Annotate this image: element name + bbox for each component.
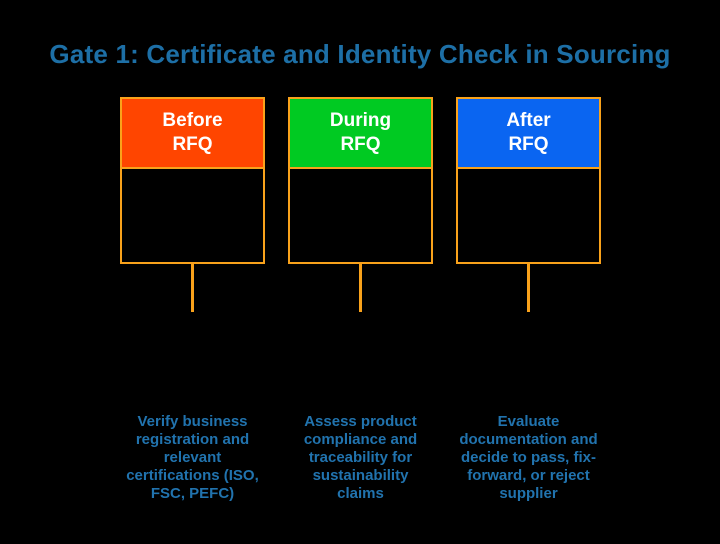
stage-body-after-rfq [456, 169, 601, 264]
column-after-rfq: After RFQ Evaluate documentation and dec… [456, 97, 601, 503]
stage-body-during-rfq [288, 169, 433, 264]
stage-description-during-rfq: Assess product compliance and traceabili… [303, 413, 418, 502]
stage-description-after-rfq: Evaluate documentation and decide to pas… [459, 413, 598, 502]
stage-columns-row: Before RFQ Verify business registration … [120, 97, 601, 503]
connector-line-during-rfq [359, 264, 362, 312]
stage-card-during-rfq: During RFQ [288, 97, 433, 264]
connector-line-after-rfq [527, 264, 530, 312]
connector-line-before-rfq [191, 264, 194, 312]
column-before-rfq: Before RFQ Verify business registration … [120, 97, 265, 503]
stage-description-before-rfq: Verify business registration and relevan… [126, 413, 259, 502]
stage-body-before-rfq [120, 169, 265, 264]
stage-card-after-rfq: After RFQ [456, 97, 601, 264]
stage-header-during-rfq: During RFQ [288, 97, 433, 169]
stage-card-before-rfq: Before RFQ [120, 97, 265, 264]
page-title: Gate 1: Certificate and Identity Check i… [49, 39, 671, 69]
stage-header-before-rfq: Before RFQ [120, 97, 265, 169]
stage-header-after-rfq: After RFQ [456, 97, 601, 169]
column-during-rfq: During RFQ Assess product compliance and… [288, 97, 433, 503]
